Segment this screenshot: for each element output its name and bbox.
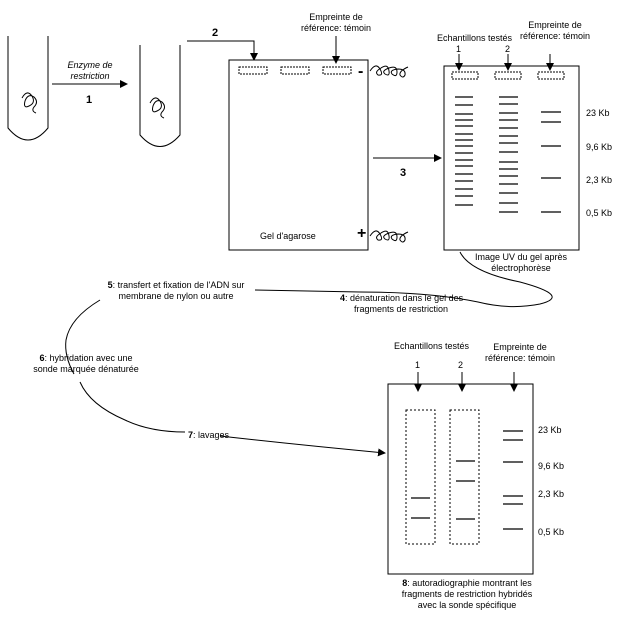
- arrow-step-2: [187, 40, 258, 61]
- membrane-size-9-6kb: 9,6 Kb: [538, 461, 565, 471]
- membrane-empreinte-line-2: référence: témoin: [484, 353, 556, 363]
- dna-squiggle-2: [149, 97, 165, 119]
- enzyme-label: Enzyme de restriction: [56, 60, 124, 82]
- gel2-size-23kb: 23 Kb: [586, 108, 610, 118]
- step-8-text-1: : autoradiographie montrant les: [407, 578, 532, 588]
- gel2-lane-1-label: 1: [456, 44, 462, 54]
- step-6-number: 6: [39, 353, 45, 363]
- step-4-label: 4: dénaturation dans le gel des fragment…: [340, 293, 463, 315]
- membrane-size-23kb: 23 Kb: [538, 425, 562, 435]
- gel1-well-1: [238, 66, 268, 75]
- step-6-line-1: 6: hybridation avec une: [22, 353, 150, 364]
- step-6-label: 6: hybridation avec une sonde marquée dé…: [22, 353, 150, 375]
- step-4-text-1: : dénaturation dans le gel des: [345, 293, 464, 303]
- step-3-number: 3: [400, 167, 407, 179]
- membrane-empreinte-label: Empreinte de référence: témoin: [480, 342, 560, 364]
- step-5-label: 5: transfert et fixation de l'ADN sur me…: [86, 280, 266, 302]
- negative-pole: -: [358, 63, 364, 80]
- dna-squiggle-1: [21, 92, 37, 114]
- autoradiography-membrane: [387, 383, 534, 575]
- gel2-size-0-5kb: 0,5 Kb: [586, 208, 613, 218]
- gel2-caption-line-2: électrophorèse: [491, 263, 551, 273]
- step-4-line-2: fragments de restriction: [354, 304, 449, 314]
- agarose-gel: [228, 59, 369, 251]
- curve-step-4: [254, 251, 553, 308]
- step-4-line-1: 4: dénaturation dans le gel des: [340, 293, 463, 304]
- gel2-empreinte-line-2: référence: témoin: [520, 31, 591, 41]
- arrow-step-7: [219, 435, 386, 457]
- gel2-samples-label: Echantillons testés: [437, 33, 513, 43]
- gel2-empreinte-label: Empreinte de référence: témoin: [520, 20, 590, 42]
- test-tube-2: [139, 45, 181, 147]
- step-4-number: 4: [340, 293, 346, 303]
- step-8-line-3: avec la sonde spécifique: [417, 600, 517, 610]
- gel1-empreinte-label: Empreinte de référence: témoin: [296, 12, 376, 34]
- gel2-empreinte-line-1: Empreinte de: [528, 20, 582, 30]
- enzyme-line-2: restriction: [70, 71, 110, 81]
- step-5-line-2: membrane de nylon ou autre: [118, 291, 234, 301]
- gel2-well-3: [537, 71, 565, 80]
- step-5-number: 5: [107, 280, 113, 290]
- positive-electrode-wire: [369, 230, 409, 243]
- step-6-line-2: sonde marquée dénaturée: [33, 364, 139, 374]
- step-1-number: 1: [86, 94, 93, 106]
- gel2-lane-2-label: 2: [505, 44, 511, 54]
- membrane-lane-1-label: 1: [415, 360, 421, 370]
- step-2-number: 2: [212, 27, 219, 39]
- step-5-line-1: 5: transfert et fixation de l'ADN sur: [86, 280, 266, 291]
- test-tube-1: [7, 36, 49, 141]
- step-8-number: 8: [402, 578, 408, 588]
- membrane-size-2-3kb: 2,3 Kb: [538, 489, 565, 499]
- membrane-lane-1: [405, 409, 436, 545]
- gel1-caption: Gel d'agarose: [260, 231, 316, 241]
- step-5-text-1: : transfert et fixation de l'ADN sur: [112, 280, 245, 290]
- gel2-caption-line-1: Image UV du gel après: [474, 252, 568, 262]
- gel2-well-1: [451, 71, 479, 80]
- step-8-line-1: 8: autoradiographie montrant les: [370, 578, 564, 589]
- gel2-caption: Image UV du gel après électrophorèse: [466, 252, 576, 274]
- membrane-bands: [411, 430, 523, 530]
- membrane-lane-2-label: 2: [458, 360, 464, 370]
- uv-gel-bands: [455, 96, 561, 213]
- curve-step-6: [79, 381, 186, 433]
- gel2-size-2-3kb: 2,3 Kb: [586, 175, 613, 185]
- membrane-lane-2: [449, 409, 480, 545]
- step-7-text: : lavages: [193, 430, 230, 440]
- negative-electrode-wire: [369, 65, 409, 78]
- membrane-samples-label: Echantillons testés: [394, 341, 470, 351]
- positive-pole: +: [357, 225, 367, 242]
- step-7-label: 7: lavages: [188, 430, 229, 441]
- gel2-well-2: [494, 71, 522, 80]
- uv-gel: [443, 65, 580, 251]
- gel1-empreinte-line-2: référence: témoin: [300, 23, 372, 33]
- membrane-empreinte-line-1: Empreinte de: [493, 342, 547, 352]
- step-8-line-2: fragments de restriction hybridés: [401, 589, 533, 599]
- gel1-empreinte-line-1: Empreinte de: [309, 12, 363, 22]
- step-6-text-1: : hybridation avec une: [44, 353, 133, 363]
- gel1-well-3: [322, 66, 352, 75]
- enzyme-line-1: Enzyme de: [67, 60, 113, 70]
- step-8-label: 8: autoradiographie montrant les fragmen…: [370, 578, 564, 611]
- curve-step-5: [65, 299, 101, 375]
- membrane-size-0-5kb: 0,5 Kb: [538, 527, 565, 537]
- gel2-size-9-6kb: 9,6 Kb: [586, 142, 613, 152]
- gel1-well-2: [280, 66, 310, 75]
- step-7-number: 7: [188, 430, 194, 440]
